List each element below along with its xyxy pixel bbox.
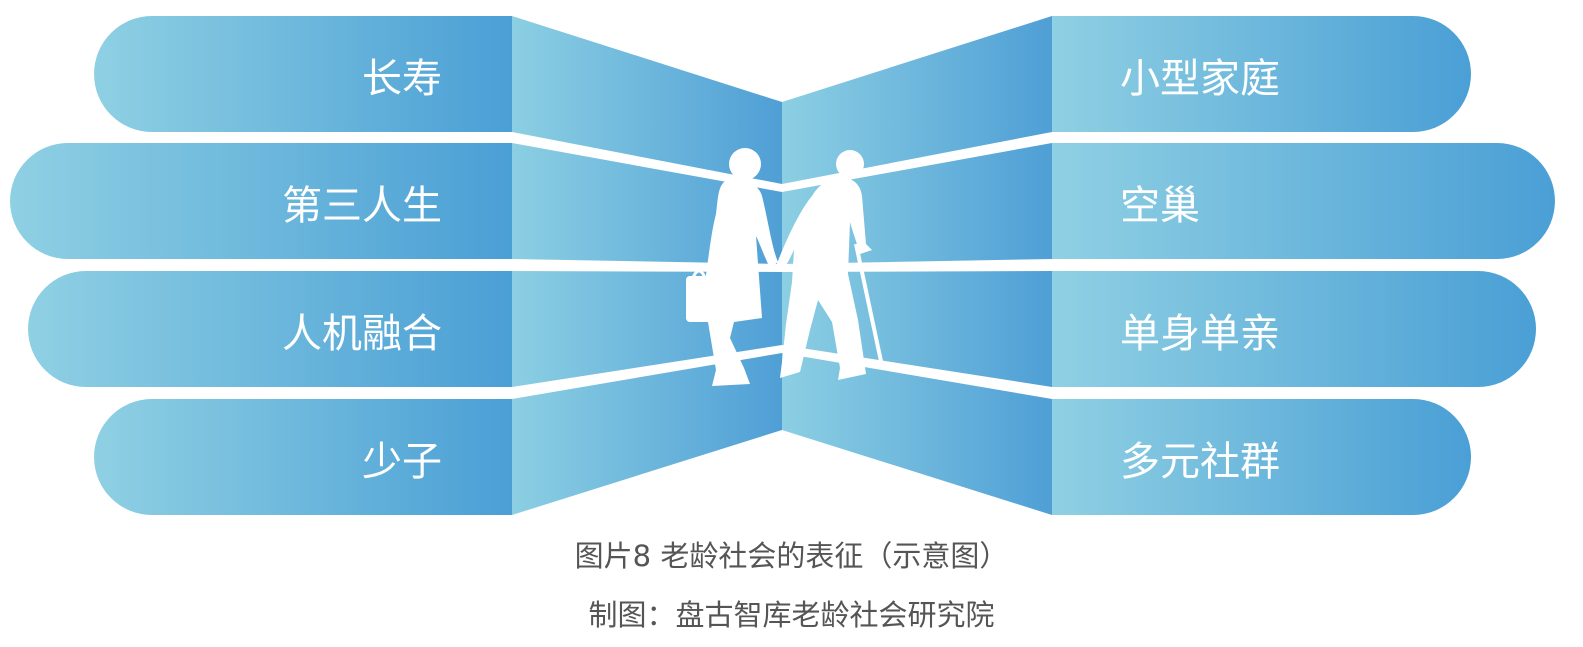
elderly-couple-silhouette bbox=[686, 148, 884, 386]
right-fold-1 bbox=[782, 16, 1052, 184]
right-label-3: 单身单亲 bbox=[1120, 311, 1280, 357]
left-label-2: 第三人生 bbox=[282, 183, 442, 229]
figure-source: 制图：盘古智库老龄社会研究院 bbox=[588, 598, 995, 632]
left-column bbox=[10, 16, 513, 515]
left-fold-1 bbox=[512, 16, 782, 184]
left-pill-3 bbox=[28, 271, 512, 387]
right-fold-4 bbox=[782, 353, 1052, 515]
right-column bbox=[1052, 16, 1555, 515]
diagram-canvas: 长寿 第三人生 人机融合 少子 小型家庭 空巢 单身单亲 多元社群 bbox=[10, 16, 1555, 515]
right-pill-4 bbox=[1052, 399, 1471, 515]
left-label-1: 长寿 bbox=[362, 56, 442, 102]
right-pill-1 bbox=[1052, 16, 1471, 132]
left-pill-4 bbox=[94, 399, 512, 515]
right-fold bbox=[782, 16, 1052, 515]
right-pill-3 bbox=[1052, 271, 1536, 387]
right-pill-2 bbox=[1052, 143, 1555, 259]
right-label-1: 小型家庭 bbox=[1120, 56, 1280, 102]
right-label-4: 多元社群 bbox=[1120, 439, 1280, 485]
left-label-3: 人机融合 bbox=[282, 311, 442, 357]
right-labels: 小型家庭 空巢 单身单亲 多元社群 bbox=[1120, 56, 1280, 485]
left-pill-2 bbox=[10, 143, 513, 259]
left-fold-4 bbox=[512, 353, 782, 515]
figure-caption: 图片8 老龄社会的表征（示意图） bbox=[574, 539, 1009, 573]
left-labels: 长寿 第三人生 人机融合 少子 bbox=[282, 56, 442, 485]
left-label-4: 少子 bbox=[362, 439, 442, 485]
right-label-2: 空巢 bbox=[1120, 183, 1200, 229]
left-pill-1 bbox=[94, 16, 512, 132]
